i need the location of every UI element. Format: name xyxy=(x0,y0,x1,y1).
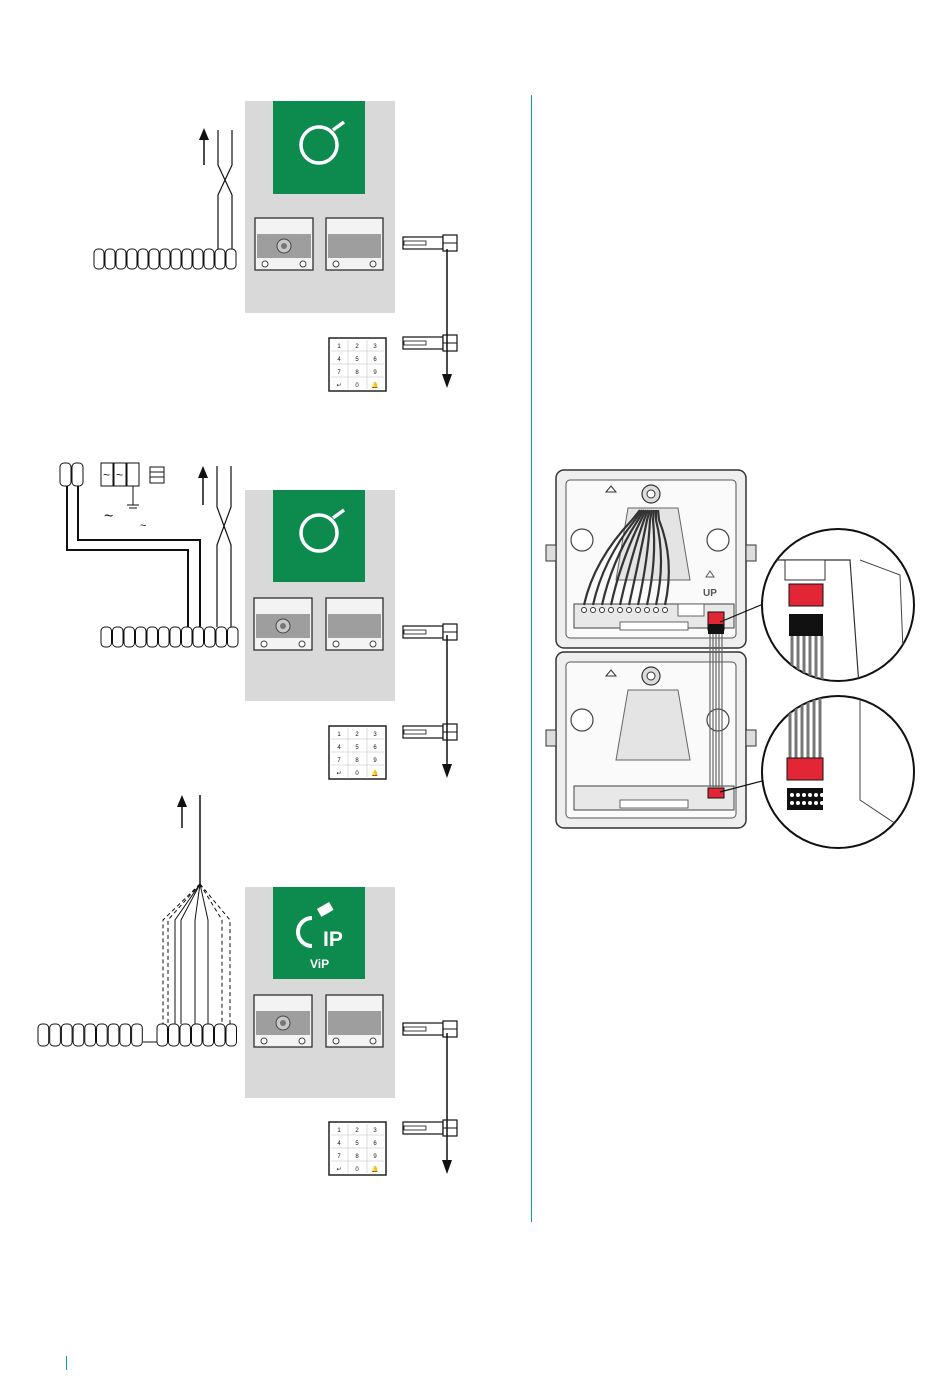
power-terminal-strip: ~~ xyxy=(60,463,139,508)
connector-plug xyxy=(403,1021,457,1037)
terminal xyxy=(169,1024,180,1046)
terminal xyxy=(157,1024,168,1046)
arrow-down-icon xyxy=(442,1160,452,1174)
terminal xyxy=(73,1024,84,1046)
arrow-up-icon-head xyxy=(199,128,209,140)
connector-plug xyxy=(403,1120,457,1136)
terminal xyxy=(182,627,193,647)
speaker-module xyxy=(254,598,312,650)
terminal xyxy=(193,627,204,647)
terminal xyxy=(124,627,135,647)
terminal xyxy=(94,249,104,269)
blank-module xyxy=(326,995,383,1047)
terminal xyxy=(171,249,181,269)
terminal xyxy=(147,627,158,647)
terminal xyxy=(226,249,236,269)
keypad-key: ↵ xyxy=(336,771,341,777)
ip-badge-line1: IP xyxy=(323,928,343,951)
connector-plug xyxy=(403,624,457,640)
terminal xyxy=(108,1024,119,1046)
speaker-module xyxy=(255,218,313,270)
terminal xyxy=(50,1024,61,1046)
terminal-strip xyxy=(94,249,236,269)
terminal xyxy=(193,249,203,269)
terminal xyxy=(170,627,181,647)
section-3-wiring xyxy=(38,795,237,1046)
terminal xyxy=(138,249,148,269)
section-2-wiring: ~~ ~ ~ xyxy=(60,463,238,647)
keypad-key: 🔔 xyxy=(371,769,379,777)
ac-symbol-small: ~ xyxy=(140,520,146,532)
terminal xyxy=(160,249,170,269)
terminal xyxy=(132,1024,143,1046)
arrow-down-icon xyxy=(442,374,452,388)
terminal xyxy=(136,627,147,647)
ip-badge-line2: ViP xyxy=(310,957,329,971)
terminal xyxy=(38,1024,49,1046)
green-module xyxy=(273,101,365,194)
connector-plug xyxy=(403,335,457,351)
arrow-down-icon xyxy=(442,764,452,778)
ethernet-fan-out xyxy=(163,884,230,1024)
terminal xyxy=(127,463,139,486)
connector-red-lower xyxy=(708,788,724,798)
terminal xyxy=(216,627,227,647)
terminal xyxy=(205,627,216,647)
mounting-box-illustration: UP xyxy=(546,470,914,848)
blank-module xyxy=(326,218,383,270)
blank-module xyxy=(326,598,383,650)
section-1-wiring xyxy=(94,128,236,269)
terminal xyxy=(192,1024,203,1046)
terminal xyxy=(60,463,71,486)
keypad-key: 🔔 xyxy=(371,381,379,389)
terminal xyxy=(226,1024,237,1046)
terminal xyxy=(228,627,239,647)
terminal xyxy=(116,249,126,269)
terminal xyxy=(101,627,112,647)
terminal xyxy=(105,249,115,269)
terminal xyxy=(215,249,225,269)
terminal xyxy=(203,1024,214,1046)
arrow-up-icon xyxy=(198,466,208,478)
terminal xyxy=(85,1024,96,1046)
terminal xyxy=(180,1024,191,1046)
terminal xyxy=(204,249,214,269)
transformer-icon xyxy=(150,467,164,483)
ac-symbol: ~ xyxy=(103,468,110,482)
terminal-strip xyxy=(38,1024,237,1046)
connector-plug xyxy=(403,235,457,251)
up-label: UP xyxy=(703,588,717,599)
terminal xyxy=(72,463,83,486)
terminal xyxy=(159,627,170,647)
zoom-detail-lower xyxy=(762,690,914,848)
arrow-up-icon xyxy=(177,795,187,807)
terminal xyxy=(149,249,159,269)
connector-plug xyxy=(403,724,457,740)
terminal xyxy=(97,1024,108,1046)
terminal xyxy=(182,249,192,269)
terminal xyxy=(215,1024,226,1046)
terminal-strip xyxy=(101,627,238,647)
keypad-key: ↵ xyxy=(336,1167,341,1173)
terminal xyxy=(61,1024,72,1046)
section-1-panel xyxy=(245,101,395,313)
keypad-key: ↵ xyxy=(336,383,341,389)
speaker-module xyxy=(254,995,312,1047)
keypad-key: 🔔 xyxy=(371,1165,379,1173)
section-2-panel xyxy=(245,490,395,701)
green-module xyxy=(273,490,365,582)
ac-symbol: ~ xyxy=(116,468,123,482)
terminal xyxy=(113,627,124,647)
section-3-panel: IP ViP xyxy=(245,887,395,1098)
terminal xyxy=(120,1024,131,1046)
zoom-detail-upper xyxy=(762,529,914,700)
terminal xyxy=(127,249,137,269)
ac-symbol: ~ xyxy=(104,508,113,525)
